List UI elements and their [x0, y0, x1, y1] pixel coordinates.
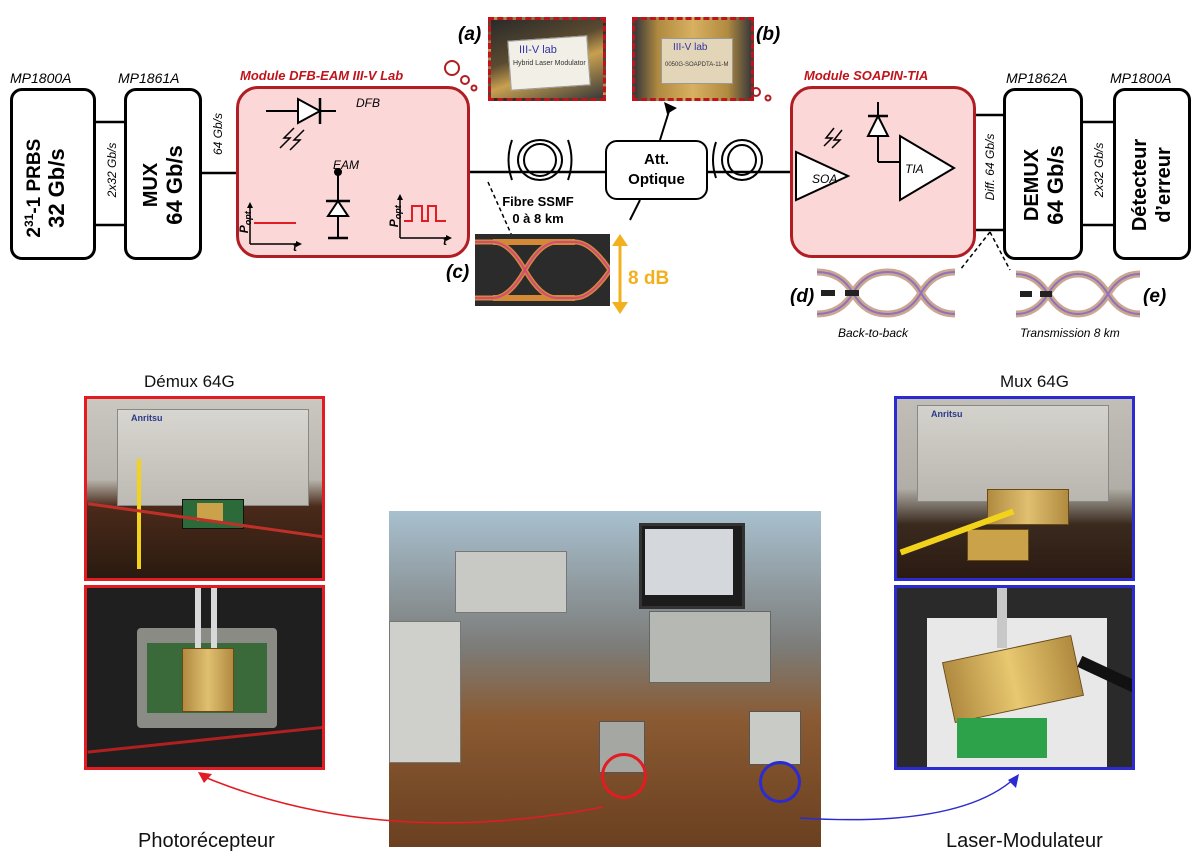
- prbs-generator-box: 231-1 PRBS 32 Gb/s: [10, 88, 96, 260]
- photoreceiver-caption: Photorécepteur: [138, 830, 275, 852]
- inset-b-label: (b): [756, 24, 781, 45]
- optical-attenuator-box: Att. Optique: [605, 140, 708, 200]
- prbs-line1: 231-1 PRBS: [21, 138, 46, 238]
- right-photo-brand: Anritsu: [931, 409, 963, 419]
- eye-e-caption: Transmission 8 km: [1020, 326, 1120, 340]
- att-label-line1: Att.: [644, 151, 669, 168]
- popt-label-right: Popt: [386, 205, 404, 228]
- model-label-demux: MP1862A: [1006, 70, 1068, 86]
- mux-box: MUX 64 Gb/s: [124, 88, 202, 260]
- eye-diagram-d: [817, 262, 955, 324]
- photo-a-product: Hybrid Laser Modulator: [513, 60, 586, 67]
- error-line1: Détecteur: [1129, 138, 1151, 232]
- photo-a-brand: III-V lab: [519, 44, 557, 56]
- popt-label-left: Popt: [236, 211, 254, 234]
- error-line2: d’erreur: [1153, 147, 1175, 223]
- att-label-line2: Optique: [628, 171, 685, 188]
- module-dfb-title: Module DFB-EAM III-V Lab: [240, 68, 404, 83]
- mux-photo-title: Mux 64G: [1000, 372, 1069, 391]
- model-label-error: MP1800A: [1110, 70, 1172, 86]
- inset-e-label: (e): [1143, 286, 1167, 307]
- dfb-eam-circuit: [247, 97, 452, 247]
- demux-box: DEMUX 64 Gb/s: [1003, 88, 1083, 260]
- mux-line2: 64 Gb/s: [162, 145, 187, 225]
- soa-tia-circuit: [795, 102, 956, 202]
- photo-b-product: 0050G-SOAPDTA-11-M: [665, 62, 729, 68]
- inset-a-label: (a): [458, 24, 482, 45]
- link-label-2x32-right: 2x32 Gb/s: [1092, 142, 1106, 198]
- link-label-diff64: Diff. 64 Gb/s: [983, 133, 997, 201]
- fiber-label-line1: Fibre SSMF: [502, 194, 574, 209]
- eye-diagram-c: [475, 234, 610, 306]
- eye-c-amplitude: 8 dB: [628, 268, 670, 289]
- eye-d-caption: Back-to-back: [838, 326, 909, 340]
- photo-photoreceiver: [84, 585, 325, 770]
- time-label-left: t: [293, 240, 297, 254]
- module-dfb-eam: [236, 86, 470, 258]
- model-label-mux: MP1861A: [118, 70, 180, 86]
- mux-line1: MUX: [140, 162, 162, 208]
- dfb-label: DFB: [356, 96, 380, 110]
- demux-photo-title: Démux 64G: [144, 372, 235, 391]
- photo-soa-module: III-V lab 0050G-SOAPDTA-11-M: [632, 17, 754, 101]
- demux-line1: DEMUX: [1021, 148, 1043, 222]
- fiber-label: Fibre SSMF 0 à 8 km: [498, 193, 578, 227]
- model-label-prbs: MP1800A: [10, 70, 72, 86]
- link-label-64: 64 Gb/s: [211, 112, 225, 156]
- eam-label: EAM: [333, 158, 360, 172]
- callout-arrows: [198, 772, 1019, 824]
- photo-mux-setup: Anritsu: [894, 396, 1135, 581]
- tia-label: TIA: [905, 162, 924, 176]
- demux-line2: 64 Gb/s: [1043, 145, 1068, 225]
- eye-diagram-e: [1016, 264, 1140, 324]
- inset-d-label: (d): [790, 286, 815, 307]
- left-photo-brand: Anritsu: [131, 413, 163, 423]
- photo-laser-modulator: [894, 585, 1135, 770]
- soa-label: SOA: [812, 172, 838, 186]
- photo-lab-bench: [389, 511, 821, 847]
- photo-laser-module: III-V lab Hybrid Laser Modulator: [488, 17, 606, 101]
- time-label-right: t: [443, 234, 447, 248]
- laser-modulator-caption: Laser-Modulateur: [946, 830, 1103, 852]
- fiber-label-line2: 0 à 8 km: [512, 211, 564, 226]
- error-detector-box: Détecteur d’erreur: [1113, 88, 1191, 260]
- module-soa-title: Module SOAPIN-TIA: [804, 68, 929, 83]
- inset-c-label: (c): [446, 262, 470, 283]
- prbs-line2: 32 Gb/s: [44, 148, 70, 228]
- photo-b-brand: III-V lab: [673, 42, 708, 53]
- link-label-2x32-left: 2x32 Gb/s: [105, 142, 119, 198]
- photo-demux-setup: Anritsu: [84, 396, 325, 581]
